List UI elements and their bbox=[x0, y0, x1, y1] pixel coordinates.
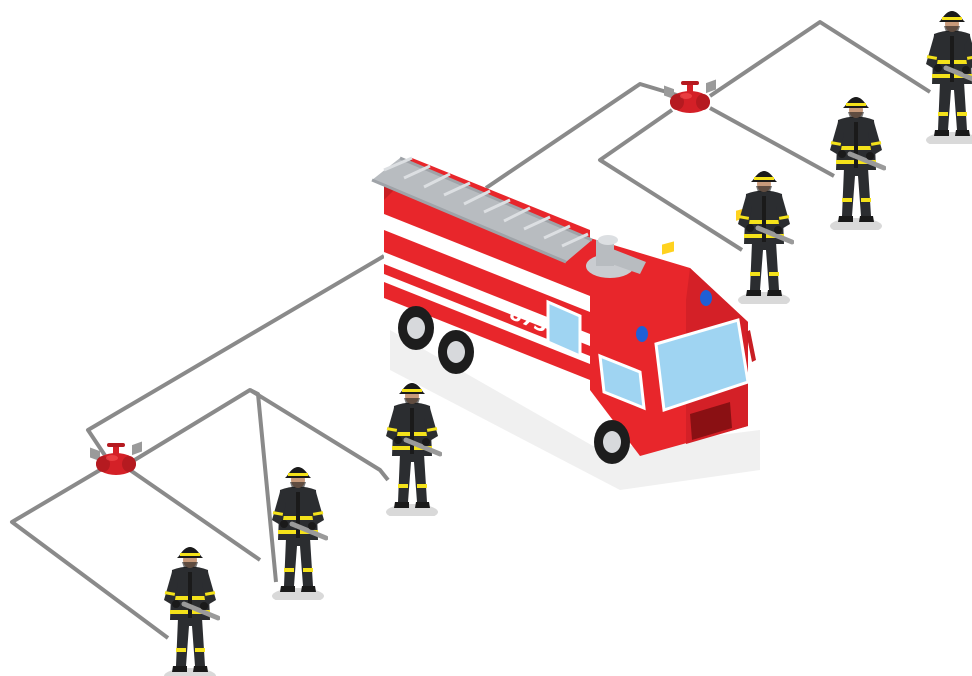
hydrant-valve-upper bbox=[664, 80, 716, 113]
hose-upper-valve-to-right-firefighter-b bbox=[710, 108, 834, 176]
firefighter-left-back bbox=[386, 383, 440, 520]
firefighter-left-middle bbox=[272, 467, 326, 604]
hose-upper-valve-to-right-firefighter-a bbox=[710, 22, 930, 96]
hose-lower-to-truck-firefighter bbox=[250, 390, 388, 480]
truck-headlight-left bbox=[662, 241, 674, 254]
truck-beacon-right bbox=[700, 290, 712, 306]
firefighter-right-middle bbox=[830, 97, 884, 234]
hose-upper-valve-to-right-firefighter-c bbox=[600, 110, 742, 250]
hose-truck-to-upper-valve bbox=[486, 84, 680, 188]
firefighter-right-front bbox=[738, 171, 792, 308]
firefighter-left-front bbox=[164, 547, 218, 676]
firefighter-right-back bbox=[926, 11, 972, 148]
hose-lower-valve-to-front-firefighter bbox=[130, 470, 260, 560]
hose-lower-valve-to-left-firefighter bbox=[12, 470, 168, 638]
hose-truck-to-lower-valve bbox=[88, 256, 384, 460]
truck-beacon-left bbox=[636, 326, 648, 342]
